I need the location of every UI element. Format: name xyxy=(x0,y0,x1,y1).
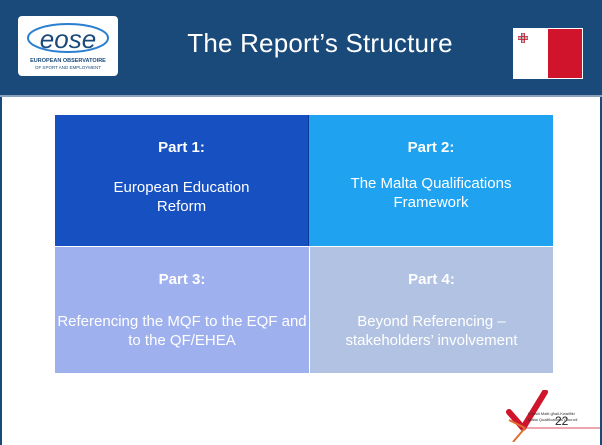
right-border xyxy=(600,97,602,445)
part-4-cell: Part 4: Beyond Referencing – stakeholder… xyxy=(309,246,553,373)
eose-logo-text: eose xyxy=(40,24,96,54)
part-2-cell: Part 2: The Malta Qualifications Framewo… xyxy=(309,115,553,246)
header-divider xyxy=(0,95,602,97)
part-2-description: The Malta Qualifications Framework xyxy=(350,175,512,211)
part-1-cell: Part 1: European Education Reform xyxy=(55,115,309,246)
eose-logo-subtitle-1: EUROPEAN OBSERVATOIRE xyxy=(30,58,106,64)
part-3-description: Referencing the MQF to the EQF and to th… xyxy=(57,313,307,349)
mqc-line-2: Malta Qualifications Council xyxy=(528,417,578,422)
part-3-cell: Part 3: Referencing the MQF to the EQF a… xyxy=(55,246,309,373)
george-cross-icon xyxy=(518,33,528,43)
part-1-description: European Education Reform xyxy=(113,179,250,215)
part-2-label: Part 2: xyxy=(407,139,455,156)
eose-logo: eose EUROPEAN OBSERVATOIRE OF SPORT AND … xyxy=(18,16,118,76)
mqc-text: Kunsill Malti għall-Kwalifiki Malta Qual… xyxy=(528,411,598,423)
slide-header: eose EUROPEAN OBSERVATOIRE OF SPORT AND … xyxy=(0,0,602,95)
part-3-label: Part 3: xyxy=(158,271,206,288)
left-border xyxy=(0,97,2,445)
report-structure-grid: Part 1: European Education Reform Part 2… xyxy=(55,115,553,373)
page-title: The Report’s Structure xyxy=(187,28,453,58)
malta-flag-icon xyxy=(513,28,583,79)
part-4-label: Part 4: xyxy=(408,271,455,288)
page-number: 22 xyxy=(555,414,569,428)
part-4-description: Beyond Referencing – stakeholders’ invol… xyxy=(345,313,518,349)
mqc-line-1: Kunsill Malti għall-Kwalifiki xyxy=(528,411,575,416)
mqc-logo xyxy=(506,390,600,442)
part-1-label: Part 1: xyxy=(158,139,205,156)
eose-logo-subtitle-2: OF SPORT AND EMPLOYMENT xyxy=(35,65,101,70)
